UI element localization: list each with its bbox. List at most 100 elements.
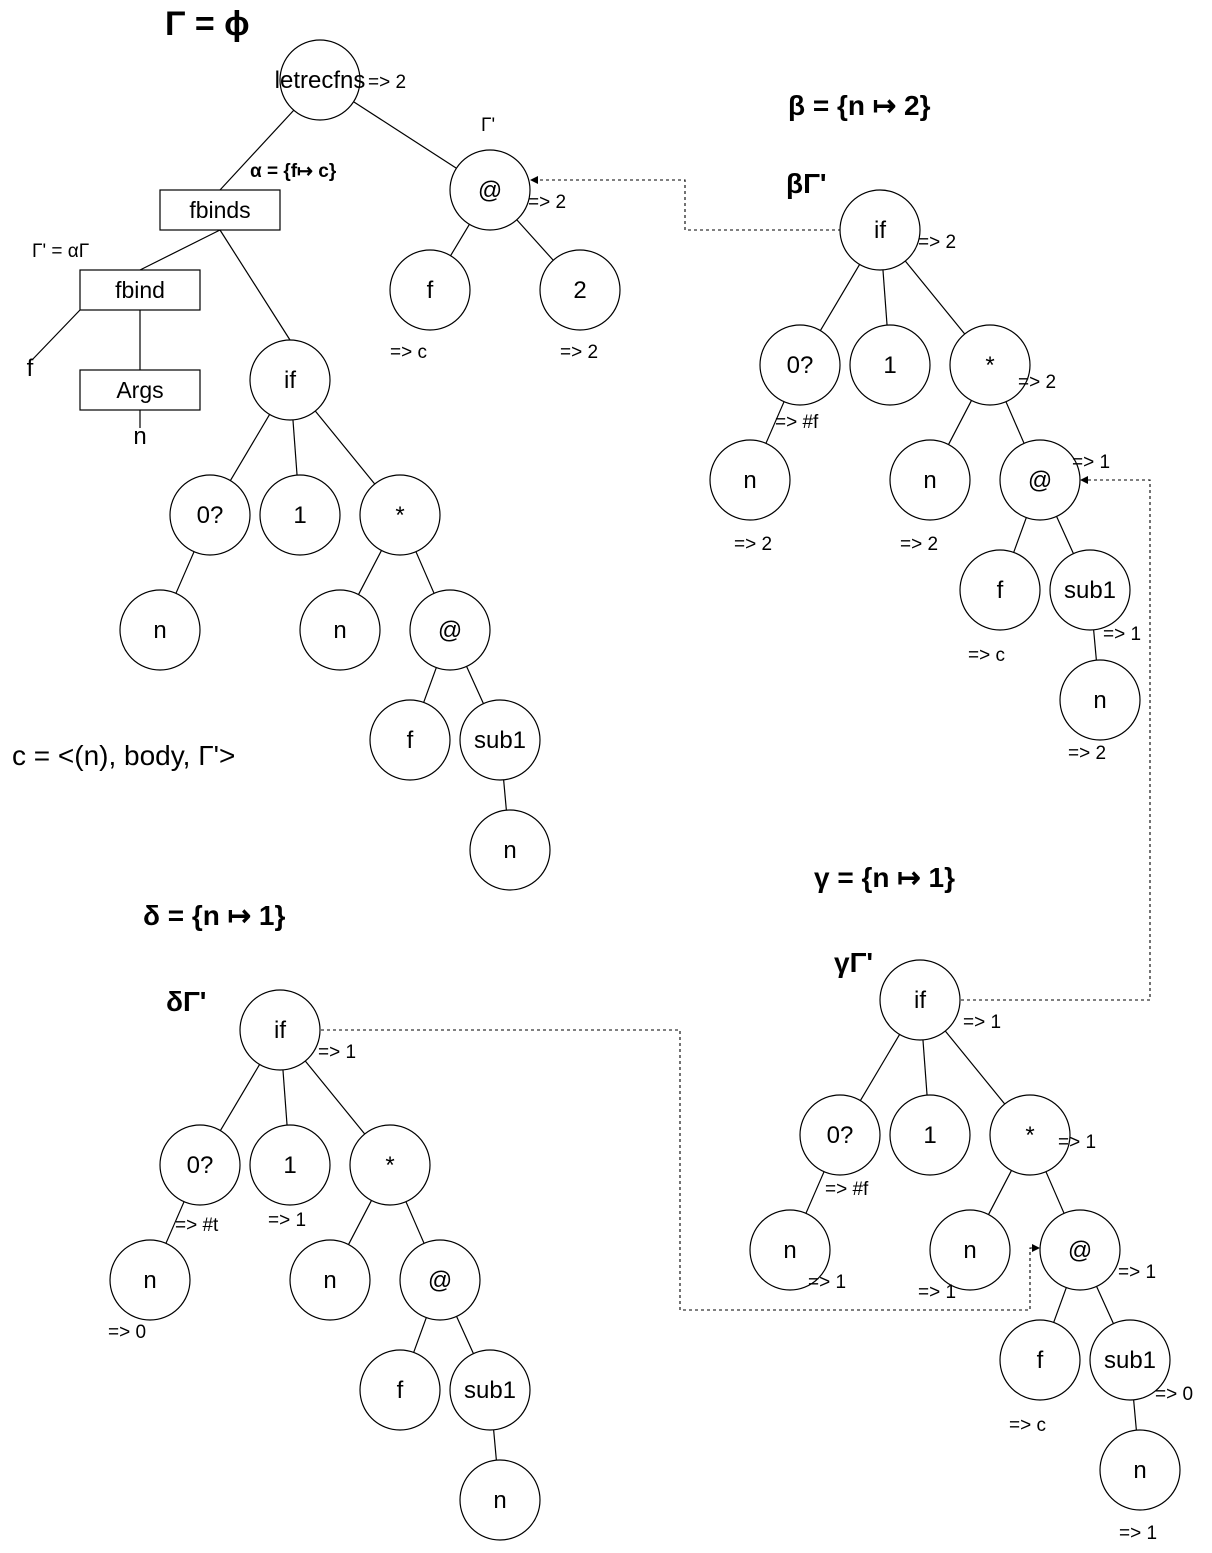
- node-circle: [119, 589, 201, 671]
- node-m-n1: n: [119, 589, 201, 671]
- node-circle: [249, 339, 331, 421]
- tree-edge: [292, 419, 298, 476]
- node-g-mul: *: [989, 1094, 1071, 1176]
- node-label: f: [997, 577, 1004, 604]
- tree-edge: [423, 667, 437, 703]
- empty-environment-label: Γ = ϕ: [165, 5, 250, 43]
- node-circle: [359, 1349, 441, 1431]
- tree-edge: [219, 229, 291, 341]
- node-m-if: if: [249, 339, 331, 421]
- node-b-app: @: [999, 439, 1081, 521]
- result-label: => 1: [1103, 624, 1141, 645]
- node-b-n3: n: [1059, 659, 1141, 741]
- tree-edge: [493, 1429, 497, 1461]
- node-fbinds: fbinds: [159, 189, 281, 231]
- tree-edge: [450, 223, 470, 257]
- node-label: fbind: [115, 277, 165, 303]
- node-top-f: f: [389, 249, 471, 331]
- node-label: 0?: [187, 1152, 214, 1179]
- tree-edge: [314, 410, 376, 485]
- node-label: n: [1093, 687, 1106, 714]
- node-d-sub: sub1: [449, 1349, 531, 1431]
- node-box: [159, 189, 281, 231]
- node-circle: [949, 324, 1031, 406]
- node-label: sub1: [1104, 1347, 1156, 1374]
- tree-edge: [1056, 516, 1074, 554]
- tree-edge: [304, 1060, 366, 1135]
- node-label: if: [874, 217, 886, 244]
- node-g-app: @: [1039, 1209, 1121, 1291]
- tree-edge: [882, 269, 888, 326]
- node-m-n3: n: [469, 809, 551, 891]
- node-label: *: [985, 352, 994, 379]
- tree-edge: [31, 309, 81, 361]
- node-label: 1: [283, 1152, 296, 1179]
- result-label: => 0: [1155, 1384, 1193, 1405]
- result-label: => 1: [268, 1210, 306, 1231]
- node-circle: [409, 589, 491, 671]
- tree-edge: [1005, 401, 1025, 444]
- beta-definition: β = {n ↦ 2}: [788, 90, 931, 121]
- result-label: => c: [390, 342, 427, 363]
- tree-edge: [1133, 1399, 1137, 1431]
- node-label: n: [503, 837, 516, 864]
- tree-edge: [413, 1317, 427, 1353]
- node-label: 0?: [197, 502, 224, 529]
- result-label: => #f: [775, 412, 819, 433]
- tree-edge: [1045, 1171, 1065, 1214]
- node-b-n1: n: [709, 439, 791, 521]
- tree-edge: [922, 1039, 928, 1096]
- node-circle: [999, 439, 1081, 521]
- node-circle: [839, 189, 921, 271]
- tree-edge: [353, 101, 457, 169]
- node-b-zero: 0?: [759, 324, 841, 406]
- node-label: if: [284, 367, 296, 394]
- node-label: @: [1068, 1237, 1092, 1264]
- tree-edge: [947, 400, 973, 445]
- node-label: @: [428, 1267, 452, 1294]
- node-g-n2: n: [929, 1209, 1011, 1291]
- node-label: if: [274, 1017, 286, 1044]
- node-circle: [169, 474, 251, 556]
- node-circle: [709, 439, 791, 521]
- result-label: => 2: [1068, 743, 1106, 764]
- node-circle: [749, 1209, 831, 1291]
- node-circle: [989, 1094, 1071, 1176]
- tree-edge: [175, 551, 195, 594]
- node-label: n: [783, 1237, 796, 1264]
- node-d-n1: n: [109, 1239, 191, 1321]
- node-g-n1: n: [749, 1209, 831, 1291]
- gamma-environment-label: γΓ': [834, 947, 873, 978]
- node-b-if: if: [839, 189, 921, 271]
- node-b-mul: *: [949, 324, 1031, 406]
- node-label: 0?: [827, 1122, 854, 1149]
- tree-edge: [219, 109, 295, 191]
- node-m-f: f: [369, 699, 451, 781]
- node-circle: [459, 1459, 541, 1541]
- node-label: 2: [573, 277, 586, 304]
- tree-edge: [229, 414, 271, 481]
- result-label: => 1: [318, 1042, 356, 1063]
- result-label: => 2: [560, 342, 598, 363]
- node-g-f: f: [999, 1319, 1081, 1401]
- tree-edge: [165, 1201, 185, 1244]
- node-circle: [349, 1124, 431, 1206]
- tree-edge: [1096, 1286, 1114, 1324]
- node-label: @: [438, 617, 462, 644]
- node-circle: [1089, 1319, 1171, 1401]
- node-label: f: [407, 727, 414, 754]
- delta-definition: δ = {n ↦ 1}: [143, 900, 285, 931]
- tree-edge: [859, 1034, 901, 1101]
- node-circle: [799, 1094, 881, 1176]
- node-circle: [759, 324, 841, 406]
- environment-labels: Γ = ϕ Γ' Γ' = αΓ α = {f↦ c} c = <(n), bo…: [12, 5, 955, 1017]
- node-d-mul: *: [349, 1124, 431, 1206]
- tree-edge: [357, 550, 383, 595]
- result-label: => 2: [368, 72, 406, 93]
- node-n-param: n: [133, 423, 146, 450]
- result-label: => 1: [1072, 452, 1110, 473]
- node-label: n: [743, 467, 756, 494]
- result-label: => 2: [528, 192, 566, 213]
